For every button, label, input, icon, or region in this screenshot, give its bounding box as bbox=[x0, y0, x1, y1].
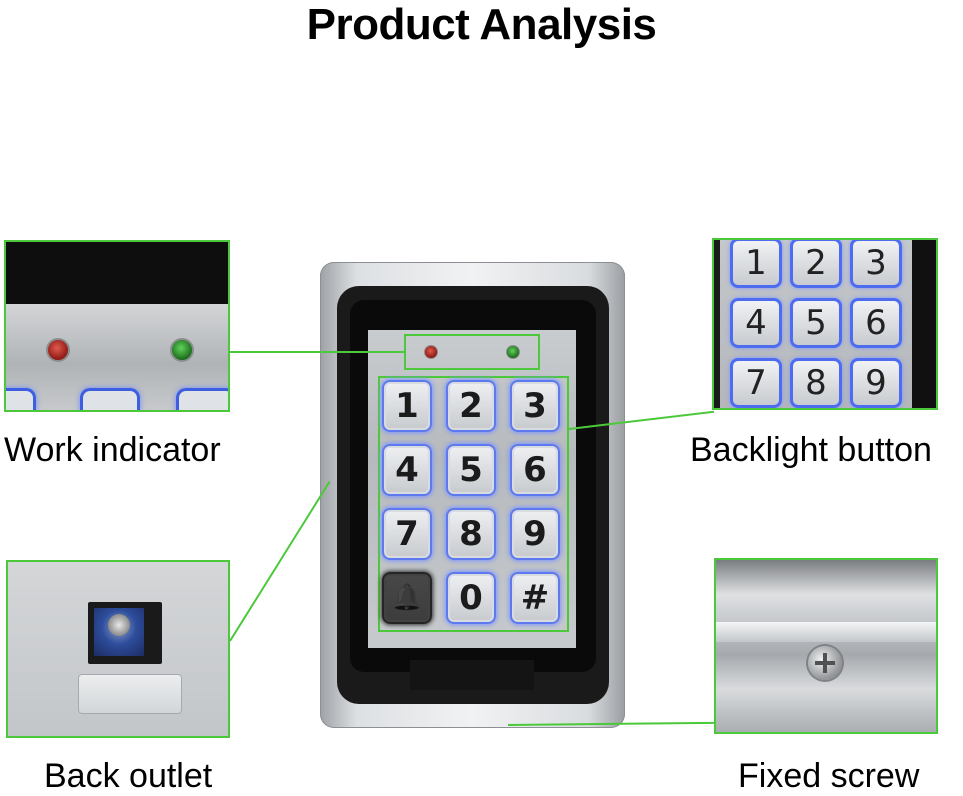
work-indicator-caption: Work indicator bbox=[4, 431, 221, 469]
backlight-key-6: 6 bbox=[850, 298, 902, 348]
backlight-key-3: 3 bbox=[850, 240, 902, 288]
key-partial bbox=[80, 388, 140, 410]
key-6: 6 bbox=[510, 444, 560, 496]
key-5: 5 bbox=[446, 444, 496, 496]
green-led-icon bbox=[170, 338, 194, 362]
key-1: 1 bbox=[382, 380, 432, 432]
key-3: 3 bbox=[510, 380, 560, 432]
outlet-slot bbox=[78, 674, 182, 714]
key-partial bbox=[176, 388, 228, 410]
key-partial bbox=[6, 388, 36, 410]
device-red-led-icon bbox=[424, 345, 438, 359]
key-9: 9 bbox=[510, 508, 560, 560]
key-hash: # bbox=[510, 572, 560, 624]
back-outlet-connector bbox=[229, 481, 331, 642]
key-0: 0 bbox=[446, 572, 496, 624]
work-indicator-inset bbox=[4, 240, 230, 412]
key-bell-icon: 🔔 bbox=[382, 572, 432, 624]
fixed-screw-caption: Fixed screw bbox=[738, 757, 920, 795]
device-green-led-icon bbox=[506, 345, 520, 359]
key-4: 4 bbox=[382, 444, 432, 496]
fixed-screw-inset bbox=[714, 558, 938, 734]
back-outlet-inset bbox=[6, 560, 230, 738]
key-7: 7 bbox=[382, 508, 432, 560]
red-led-icon bbox=[46, 338, 70, 362]
backlight-button-caption: Backlight button bbox=[690, 431, 932, 469]
key-2: 2 bbox=[446, 380, 496, 432]
key-8: 8 bbox=[446, 508, 496, 560]
work-indicator-connector bbox=[230, 351, 404, 353]
backlight-key-1: 1 bbox=[730, 240, 782, 288]
backlight-key-2: 2 bbox=[790, 240, 842, 288]
backlight-key-9: 9 bbox=[850, 358, 902, 408]
backlight-key-8: 8 bbox=[790, 358, 842, 408]
keypad-callout-box bbox=[378, 376, 569, 632]
back-outlet-caption: Back outlet bbox=[44, 757, 213, 795]
page-title: Product Analysis bbox=[306, 0, 657, 49]
backlight-key-5: 5 bbox=[790, 298, 842, 348]
indicator-callout-box bbox=[404, 334, 540, 370]
backlight-key-4: 4 bbox=[730, 298, 782, 348]
backlight-key-7: 7 bbox=[730, 358, 782, 408]
